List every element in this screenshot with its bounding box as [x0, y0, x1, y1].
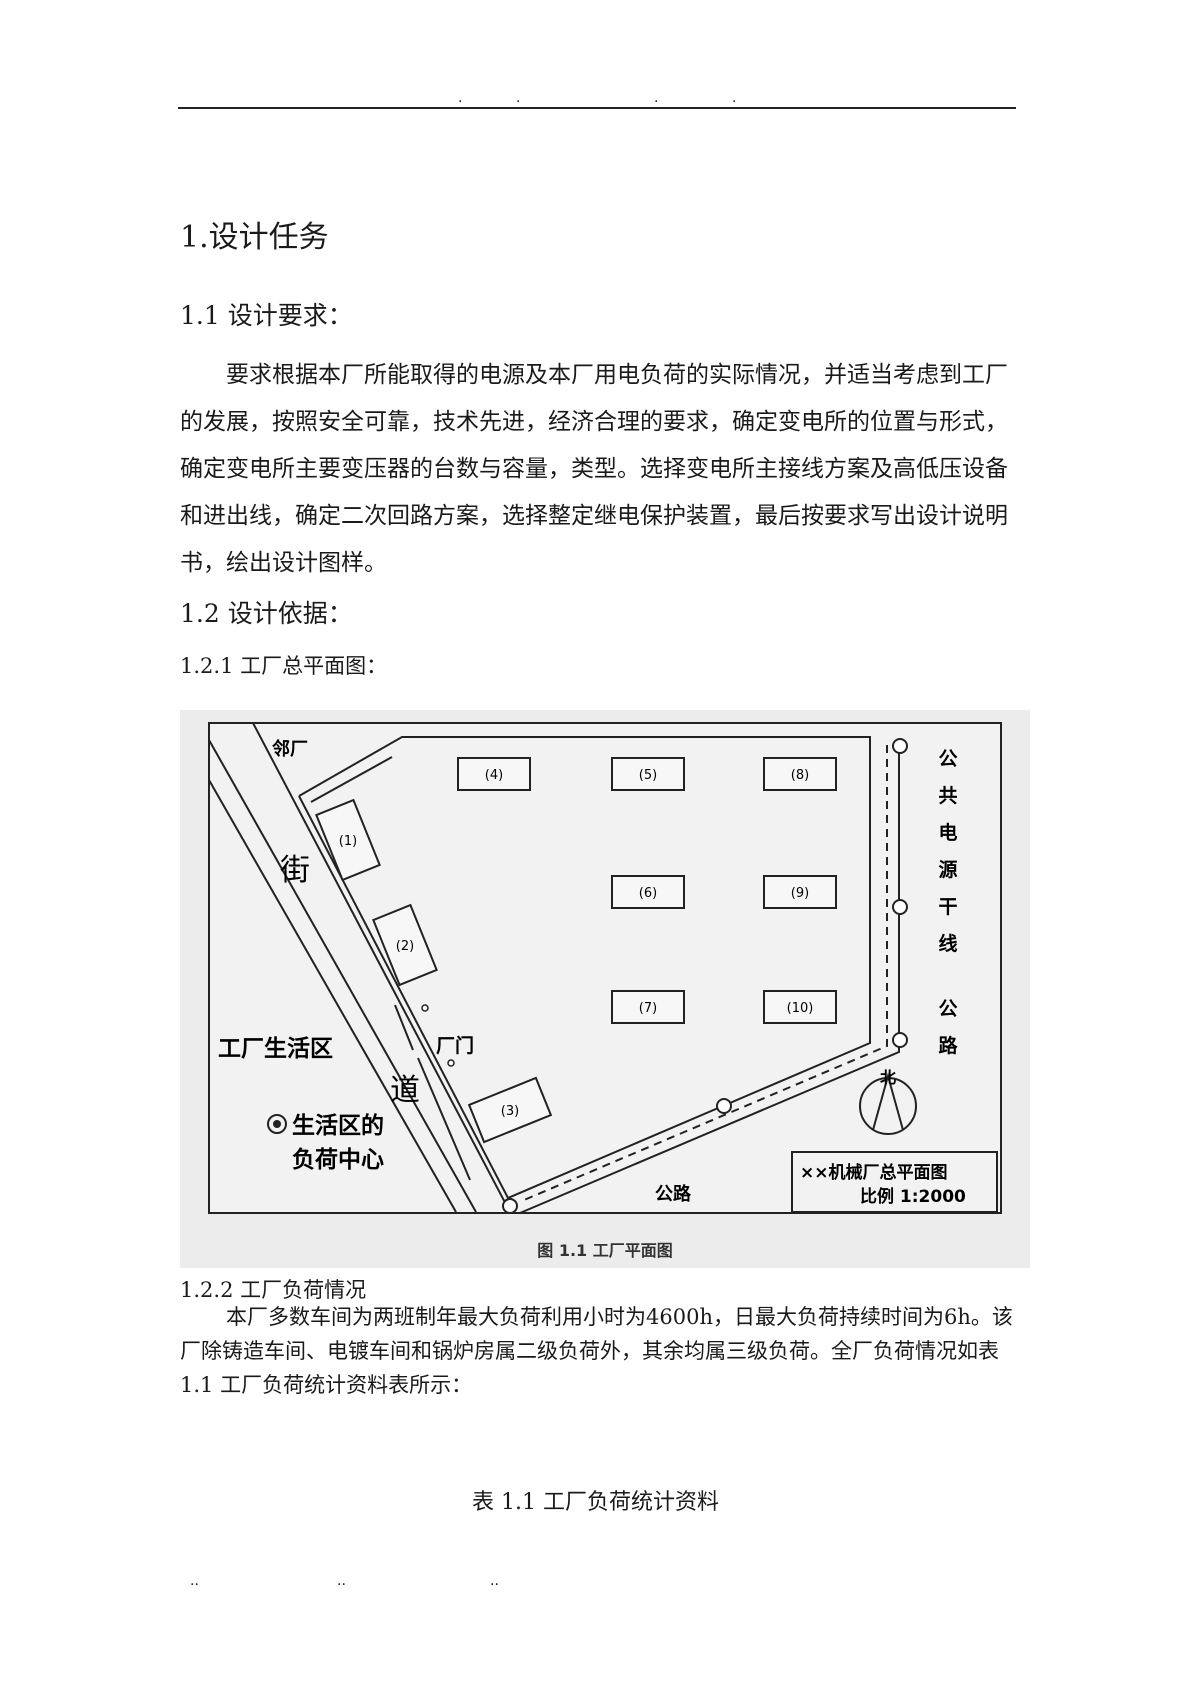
footer-dot: .. — [490, 1573, 499, 1589]
pole-icon — [716, 1098, 732, 1114]
street-label: 街 — [280, 853, 310, 888]
building-label: (5) — [639, 768, 657, 783]
requirements-paragraph: 要求根据本厂所能取得的电源及本厂用电负荷的实际情况，并适当考虑到工厂的发展，按照… — [180, 352, 1018, 587]
building-6: (6) — [611, 875, 685, 909]
building-outline — [372, 903, 438, 987]
plan-frame — [208, 722, 1002, 1214]
street-edge-line — [252, 722, 511, 1213]
gate-post-icon — [447, 1059, 455, 1067]
paragraph-text: 要求根据本厂所能取得的电源及本厂用电负荷的实际情况，并适当考虑到工厂的发展，按照… — [180, 362, 1008, 576]
power-line-char: 源 — [938, 858, 957, 881]
road-right-label: 公 路 — [938, 998, 958, 1057]
power-line-char: 电 — [938, 821, 957, 844]
header-dot: . — [516, 90, 521, 106]
title-block-scale: 比例 1:2000 — [860, 1186, 966, 1207]
living-area-label: 工厂生活区 — [218, 1036, 333, 1062]
pole-icon — [892, 899, 908, 915]
power-supply-line — [523, 745, 888, 1201]
road-label: 公路 — [655, 1183, 692, 1205]
title-block-name: ××机械厂总平面图 — [800, 1162, 948, 1183]
building-label: (10) — [787, 1001, 814, 1016]
building-outline — [763, 757, 837, 791]
building-outline — [467, 1076, 553, 1144]
building-label: (1) — [339, 834, 357, 849]
power-line-char: 共 — [938, 785, 957, 807]
subsection-title: 1.2 设计依据： — [180, 599, 353, 628]
building-2: (2) — [372, 903, 438, 987]
gate-post-icon — [421, 1004, 429, 1012]
pole-icon — [892, 738, 908, 754]
building-1: (1) — [315, 798, 381, 882]
power-line-char: 干 — [938, 896, 957, 918]
street-edge-line — [208, 739, 477, 1213]
building-label: (4) — [485, 768, 503, 783]
load-center-ring — [267, 1114, 287, 1134]
header-dot: . — [458, 90, 463, 106]
north-label: 北 — [880, 1068, 896, 1087]
power-line-char: 线 — [938, 932, 957, 955]
power-line-char: 公 — [938, 748, 957, 770]
building-outline — [611, 757, 685, 791]
gate-line — [417, 1057, 471, 1181]
building-label: (2) — [396, 939, 414, 954]
figure-caption: 图 1.1 工厂平面图 — [537, 1241, 673, 1260]
load-center-label: 负荷中心 — [292, 1147, 384, 1173]
load-center-dot — [273, 1120, 281, 1128]
gate-label: 厂门 — [436, 1034, 474, 1057]
building-4: (4) — [457, 757, 531, 791]
street-edge-line — [208, 779, 457, 1213]
footer-dot: .. — [337, 1573, 346, 1589]
road-char: 公 — [938, 998, 957, 1020]
load-paragraph: 本厂多数车间为两班制年最大负荷利用小时为4600h，日最大负荷持续时间为6h。该… — [180, 1300, 1018, 1402]
gate-line — [394, 1004, 414, 1051]
building-7: (7) — [611, 990, 685, 1024]
subsection-title: 1.1 设计要求： — [180, 301, 353, 330]
subsubsection-title: 1.2.2 工厂负荷情况 — [180, 1278, 367, 1302]
north-arrow-icon: 北 — [859, 1068, 917, 1135]
section-title: 1.设计任务 — [180, 220, 329, 255]
building-9: (9) — [763, 875, 837, 909]
paragraph-text: 本厂多数车间为两班制年最大负荷利用小时为4600h，日最大负荷持续时间为6h。该… — [180, 1305, 1013, 1397]
factory-layout-figure: (1) (2) (3) (4) (5) (6) (7) (8) — [180, 710, 1030, 1268]
factory-plan-drawing: (1) (2) (3) (4) (5) (6) (7) (8) — [208, 722, 1002, 1260]
road-edge-line — [519, 745, 900, 1214]
building-label: (9) — [791, 886, 809, 901]
building-10: (10) — [763, 990, 837, 1024]
building-outline — [763, 875, 837, 909]
building-label: (6) — [639, 886, 657, 901]
building-outline — [763, 990, 837, 1024]
building-label: (8) — [791, 768, 809, 783]
building-3: (3) — [467, 1076, 553, 1144]
load-center-icon — [267, 1114, 287, 1134]
building-outline — [457, 757, 531, 791]
building-label: (3) — [501, 1104, 519, 1119]
building-label: (7) — [639, 1001, 657, 1016]
pole-icon — [892, 1032, 908, 1048]
header-dot: . — [732, 90, 737, 106]
road-char: 路 — [938, 1034, 958, 1057]
header-rule — [178, 107, 1016, 109]
street-label: 道 — [390, 1073, 420, 1108]
footer-dot: .. — [190, 1573, 199, 1589]
neighbor-label: 邻厂 — [272, 738, 308, 760]
building-outline — [611, 990, 685, 1024]
north-arrow-pointer — [872, 1072, 904, 1131]
building-5: (5) — [611, 757, 685, 791]
factory-inner-boundary — [310, 756, 393, 803]
table-title: 表 1.1 工厂负荷统计资料 — [472, 1490, 719, 1515]
subsubsection-title: 1.2.1 工厂总平面图： — [180, 654, 388, 678]
load-center-label: 生活区的 — [292, 1112, 384, 1139]
building-outline — [315, 798, 381, 882]
factory-boundary — [298, 736, 871, 1200]
building-8: (8) — [763, 757, 837, 791]
building-outline — [611, 875, 685, 909]
pole-icon — [502, 1198, 518, 1214]
power-line-label: 公 共 电 源 干 线 — [938, 748, 957, 955]
title-block — [791, 1151, 998, 1213]
header-dot: . — [654, 90, 659, 106]
